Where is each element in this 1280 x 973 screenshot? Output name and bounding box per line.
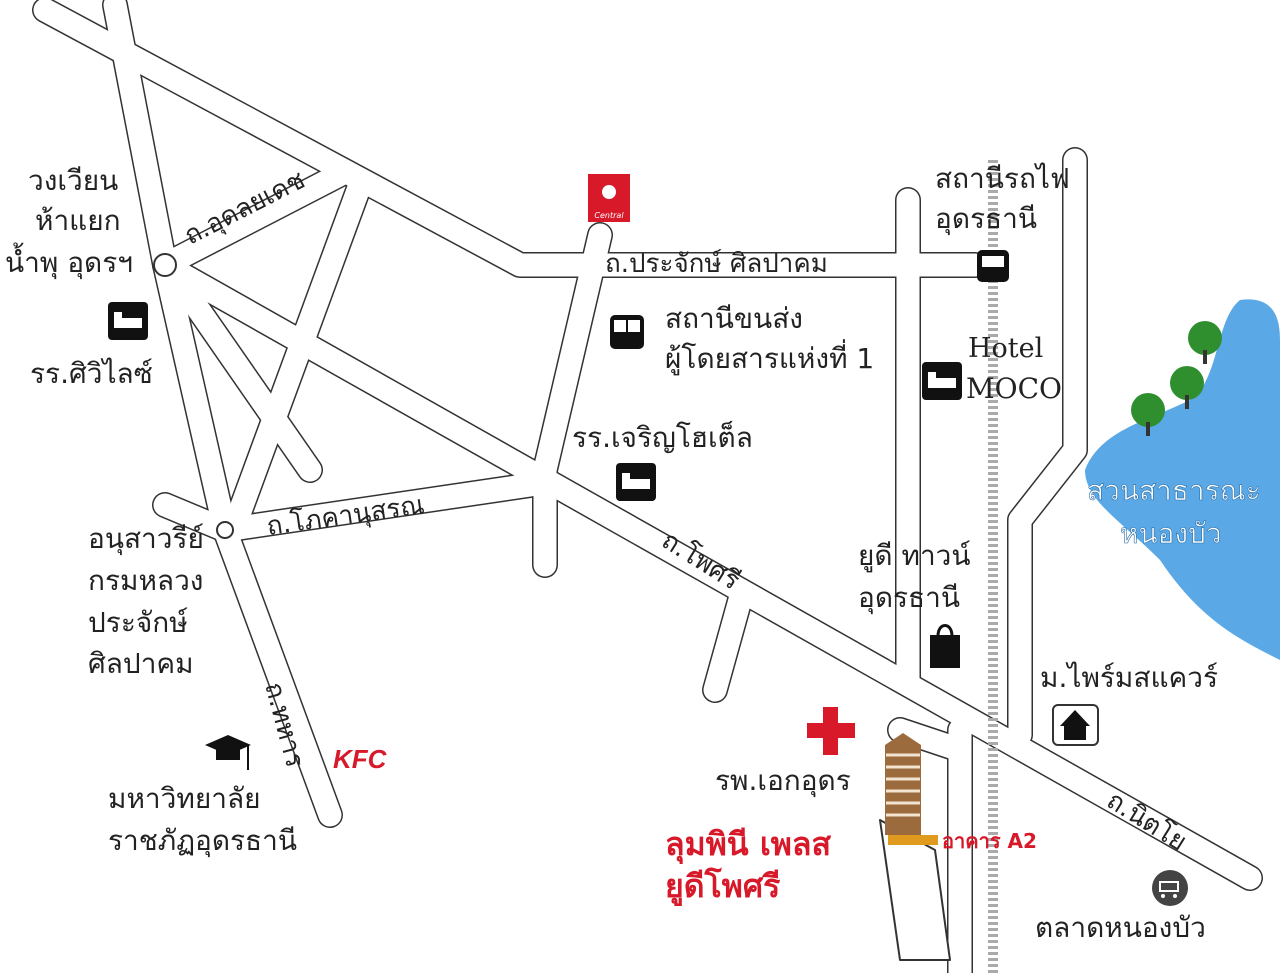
train-icon [977, 250, 1009, 282]
label-university-2: ราชภัฏอุดรธานี [108, 824, 297, 858]
hotel-icon [616, 463, 656, 501]
bus-icon [610, 315, 644, 349]
label-hospital: รพ.เอกอุดร [715, 764, 851, 798]
label-ud-town-1: ยูดี ทาวน์ [858, 539, 971, 573]
tree-icons [1131, 321, 1222, 436]
label-building: อาคาร A2 [942, 829, 1037, 853]
label-charoen-hotel: รร.เจริญโฮเต็ล [572, 420, 753, 454]
house-icon [1052, 704, 1099, 746]
label-hotel-moco-1: Hotel [968, 333, 1043, 364]
hotel-icon [922, 362, 962, 400]
label-bus-station-1: สถานีขนส่ง [665, 302, 803, 335]
graduation-cap-icon [205, 735, 251, 770]
building-icon [885, 733, 938, 845]
shopping-bag-icon [930, 624, 960, 668]
central-logo: Central [588, 174, 630, 222]
shopping-cart-icon [1152, 870, 1188, 906]
label-monument-2: กรมหลวง [88, 564, 203, 597]
road-label-kokhan: ถ.โภคานุสรณ [265, 489, 427, 542]
kfc-logo: KFC [333, 744, 388, 774]
hospital-cross-icon [807, 707, 855, 755]
label-fountain-3: น้ำพุ อุดรฯ [5, 242, 133, 280]
label-park-1: สวนสาธารณะ [1087, 474, 1261, 507]
label-university-1: มหาวิทยาลัย [108, 782, 261, 815]
label-monument-4: ศิลปาคม [88, 647, 194, 680]
hotel-icon [108, 302, 148, 340]
lake-nong-bua [1085, 299, 1280, 660]
label-project-2: ยูดีโพศรี [665, 867, 780, 907]
label-train-station-2: อุดรธานี [935, 202, 1037, 236]
label-project-1: ลุมพินี เพลส [665, 825, 831, 865]
roundabout-monument [216, 521, 234, 539]
roundabout-fountain [153, 253, 177, 277]
label-market: ตลาดหนองบัว [1035, 911, 1206, 944]
label-hotel-moco-2: MOCO [966, 372, 1062, 405]
label-fountain-2: ห้าแยก [35, 204, 121, 237]
roads [32, 0, 1263, 973]
label-prime-square: ม.ไพร์มสแควร์ [1040, 661, 1218, 694]
label-bus-station-2: ผู้โดยสารแห่งที่ 1 [665, 339, 874, 376]
label-monument-1: อนุสาวรีย์ [88, 522, 204, 556]
label-ud-town-2: อุดรธานี [858, 581, 960, 615]
road-label-nittayo: ถ.นิตโย [1101, 785, 1192, 858]
label-siwilai-hotel: รร.ศิวิไลซ์ [30, 357, 153, 390]
road-label-prajak: ถ.ประจักษ์ ศิลปาคม [605, 249, 828, 279]
svg-text:Central: Central [594, 211, 624, 220]
label-train-station-1: สถานีรถไฟ [935, 162, 1070, 195]
label-fountain-1: วงเวียน [28, 164, 118, 197]
label-monument-3: ประจักษ์ [88, 606, 188, 639]
label-park-2: หนองบัว [1120, 517, 1222, 550]
